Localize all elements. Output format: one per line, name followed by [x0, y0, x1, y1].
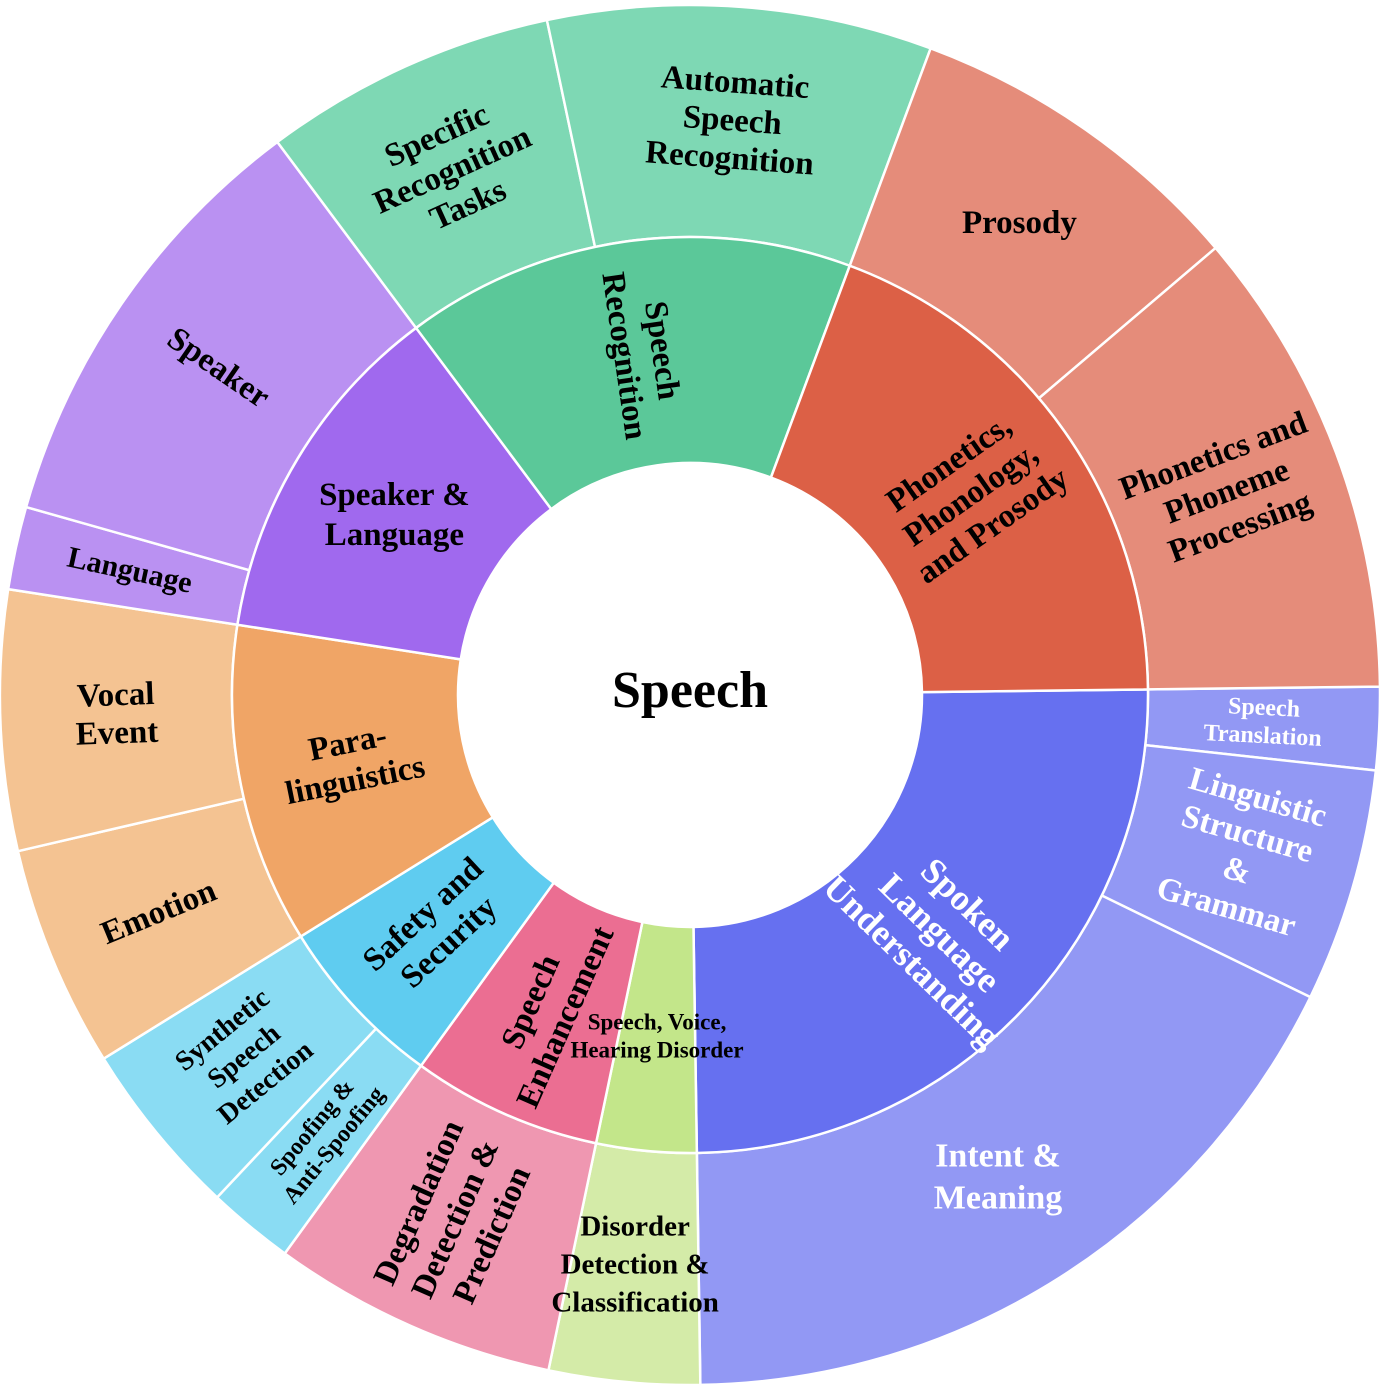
automatic-speech-recognition-label: AutomaticSpeechRecognition [644, 58, 820, 182]
speaker-and-language-label: Speaker &Language [319, 477, 470, 553]
vocal-event-label: VocalEvent [74, 675, 159, 752]
speech-translation-label: SpeechTranslation [1203, 692, 1324, 752]
prosody-label: Prosody [962, 204, 1077, 240]
speech-recognition-segment [414, 235, 852, 511]
spoken-language-understanding-segment [692, 688, 1150, 1155]
phonetics-phonology-and-prosody-segment [769, 264, 1150, 694]
intent-and-meaning-label: Intent &Meaning [934, 1137, 1062, 1216]
speech-voice-hearing-disorder-label: Speech, Voice,Hearing Disorder [570, 1010, 743, 1063]
speaker-and-language-segment [235, 326, 553, 661]
center-label: Speech [612, 662, 768, 719]
paralinguistics-segment [230, 623, 495, 939]
inner-ring [230, 235, 1150, 1155]
